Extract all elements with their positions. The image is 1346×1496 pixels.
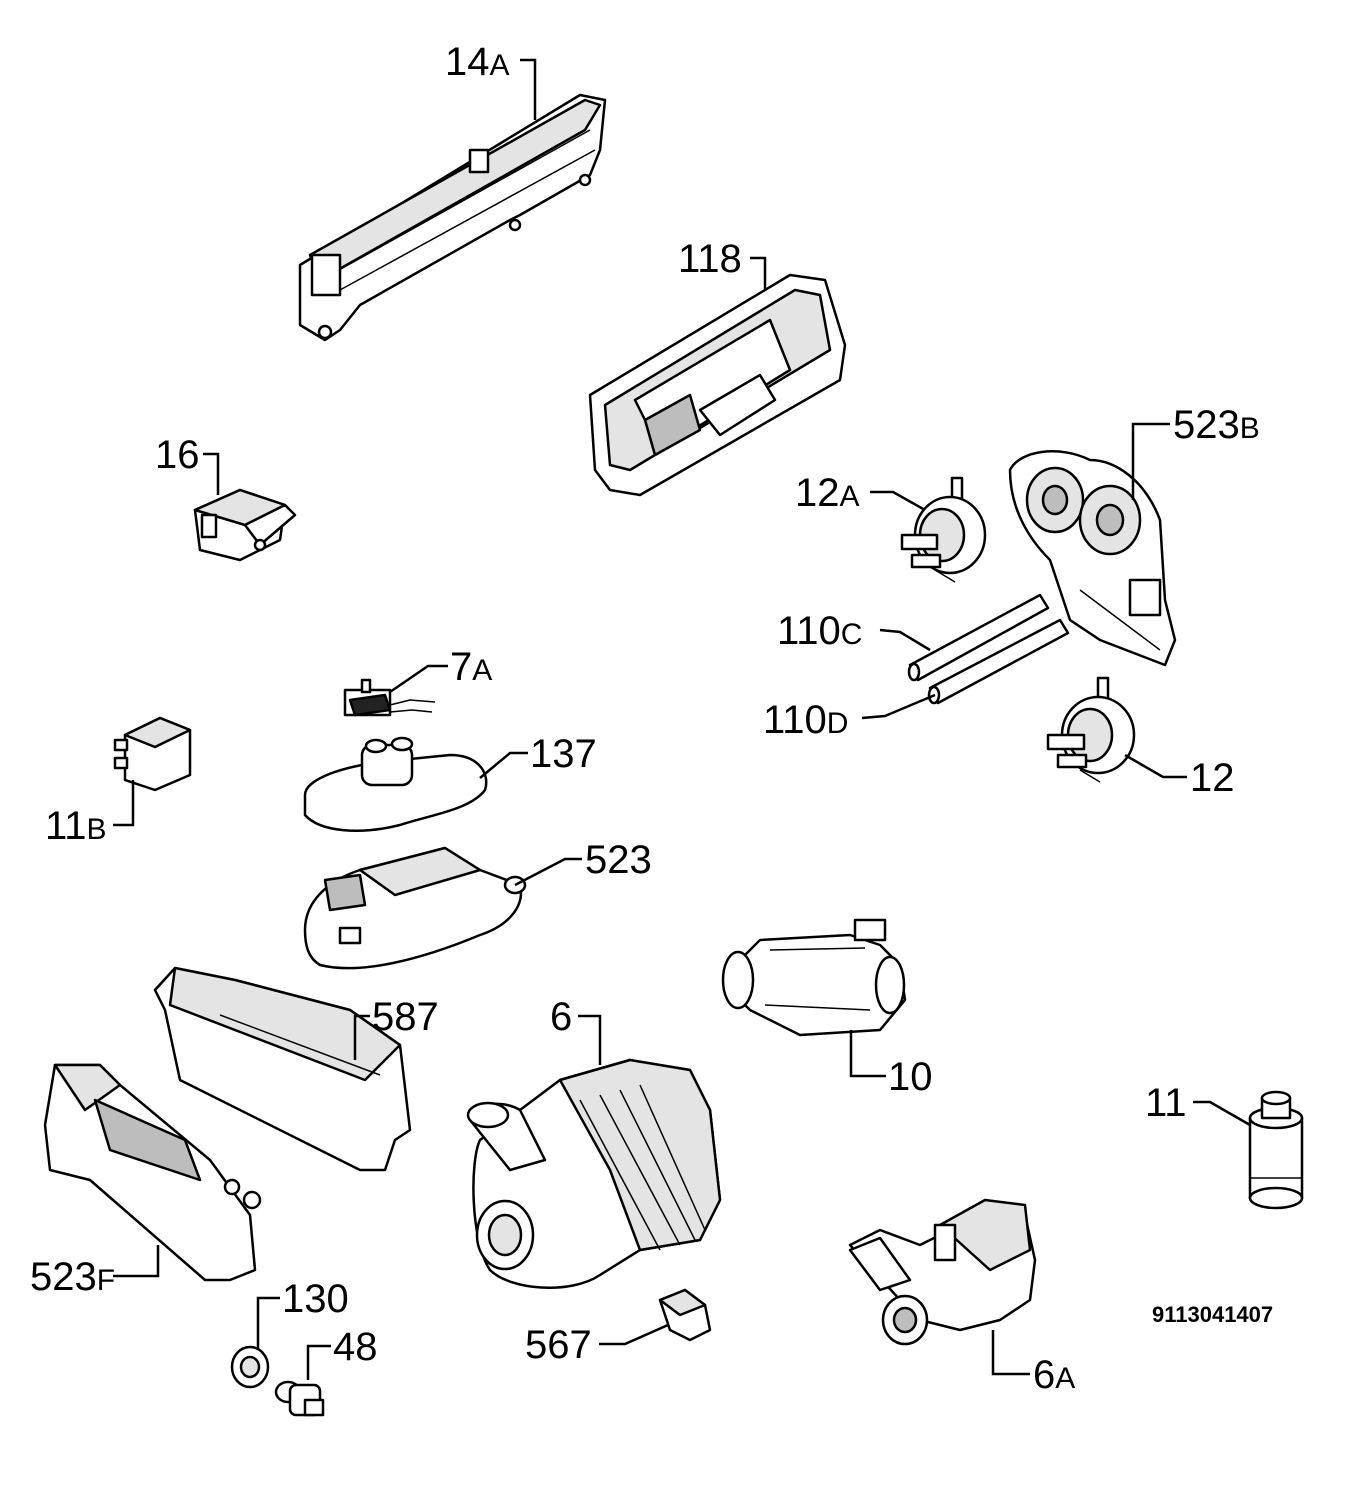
leader-7a <box>389 664 448 694</box>
part-12-pressure-switch <box>1046 676 1136 783</box>
leader-12a <box>870 490 926 512</box>
leader-12 <box>1124 753 1187 779</box>
leader-523 <box>514 857 582 887</box>
leader-110d <box>861 693 936 720</box>
leader-587 <box>353 1014 370 1060</box>
leader-567 <box>599 1323 669 1346</box>
part-523-housing <box>303 846 527 970</box>
leader-11b <box>113 780 135 827</box>
callout-523: 523 <box>585 838 652 882</box>
callout-10: 10 <box>888 1055 933 1099</box>
callout-12a: 12A <box>795 471 860 515</box>
part-118-dispenser <box>588 273 847 497</box>
leader-48 <box>306 1344 331 1380</box>
leader-11 <box>1193 1100 1251 1127</box>
leader-137 <box>479 751 528 779</box>
leader-6 <box>578 1014 602 1065</box>
leader-523f <box>113 1245 160 1278</box>
diagram-id: 9113041407 <box>1152 1302 1273 1327</box>
callout-110c: 110C <box>777 609 862 653</box>
callout-110d: 110D <box>763 698 848 742</box>
callout-587: 587 <box>372 995 439 1039</box>
callout-12: 12 <box>1190 756 1235 800</box>
leader-110c <box>879 628 931 652</box>
leader-523b <box>1131 422 1170 500</box>
part-130-seal <box>230 1345 270 1389</box>
part-48-plug <box>274 1380 325 1417</box>
callout-14a: 14A <box>445 40 510 84</box>
callout-6: 6 <box>550 995 572 1039</box>
leader-16 <box>203 452 220 495</box>
part-12a-pressure-switch <box>900 476 987 583</box>
callout-130: 130 <box>282 1277 349 1321</box>
part-110c-hose <box>907 593 1050 682</box>
part-14a-control-module <box>298 93 607 342</box>
part-11-capacitor <box>1248 1090 1304 1210</box>
callout-labels: 14A 118 16 523B 12A 110C 110D 12 7A 137 … <box>30 40 1260 1397</box>
callout-523f: 523F <box>30 1255 115 1299</box>
leader-6a <box>991 1330 1030 1376</box>
callout-11: 11 <box>1145 1081 1187 1125</box>
part-137-cover <box>303 736 488 832</box>
part-6-pump-motor <box>466 1058 722 1289</box>
callout-11b: 11B <box>45 804 107 848</box>
part-7a-sensor <box>343 678 436 717</box>
part-567-clip <box>658 1288 712 1342</box>
leader-14a <box>520 58 537 120</box>
part-523b-sump <box>1008 450 1177 667</box>
leader-118 <box>750 256 767 290</box>
callout-137: 137 <box>530 732 597 776</box>
part-11b-relay <box>113 716 192 792</box>
callout-118: 118 <box>678 237 742 281</box>
callout-567: 567 <box>525 1323 592 1367</box>
callout-48: 48 <box>333 1325 378 1369</box>
part-10-heater <box>721 918 907 1037</box>
leader-10 <box>849 1030 886 1078</box>
leader-lines <box>113 58 1251 1380</box>
part-587-panel <box>153 966 412 1172</box>
leader-130 <box>256 1296 280 1350</box>
callout-16: 16 <box>155 433 200 477</box>
callout-523b: 523B <box>1173 403 1260 447</box>
callout-6a: 6A <box>1033 1353 1075 1397</box>
part-16-switch <box>193 488 297 562</box>
part-6a-drain-pump <box>848 1198 1037 1346</box>
part-523f-duct <box>43 1063 262 1282</box>
callout-7a: 7A <box>450 645 492 689</box>
